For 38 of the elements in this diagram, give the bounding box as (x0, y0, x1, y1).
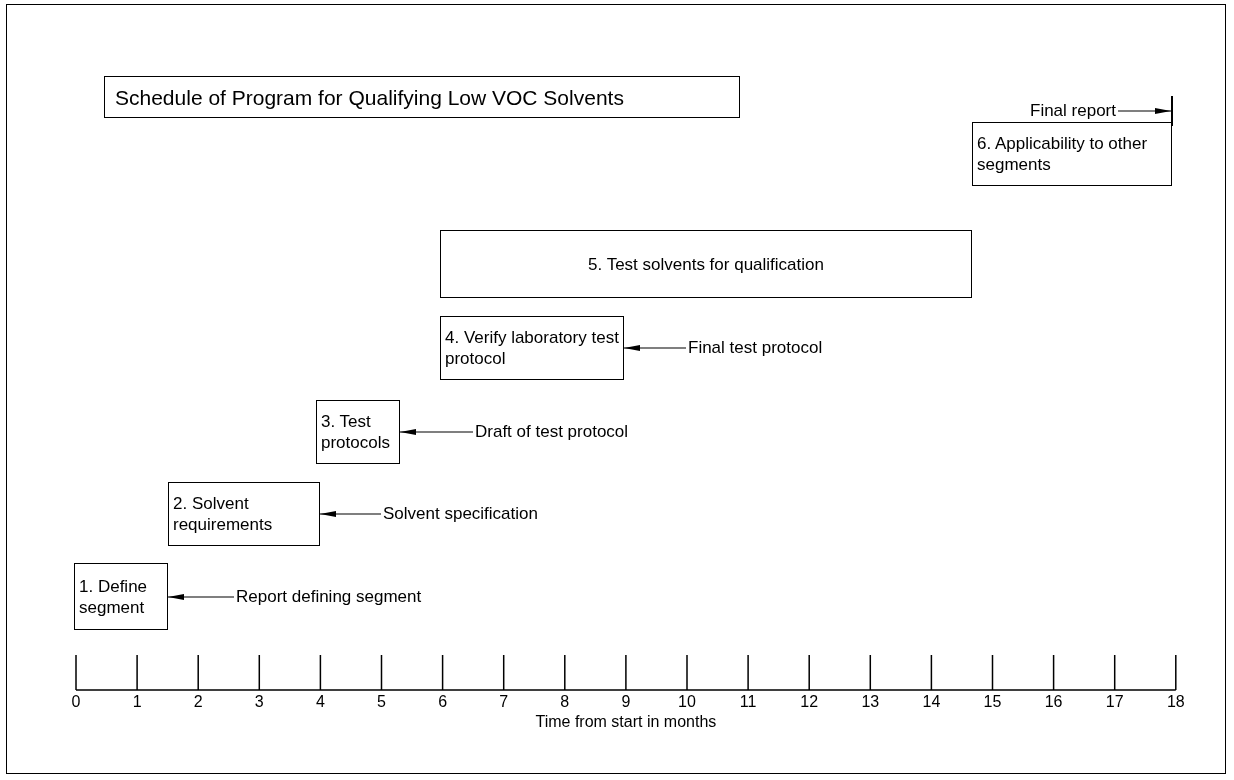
tick-label: 16 (1044, 693, 1063, 711)
task-box: 3. Test protocols (316, 400, 400, 464)
deliverable-label: Final test protocol (688, 338, 823, 358)
task-box: 4. Verify laboratory test protocol (440, 316, 624, 380)
tick-label: 10 (678, 693, 696, 711)
tick-label: 13 (861, 693, 880, 711)
tick-label: 9 (621, 693, 631, 711)
arrow (319, 511, 382, 517)
arrow (399, 429, 474, 435)
deliverable-label: Final report (1030, 101, 1116, 121)
tick-label: 12 (800, 693, 819, 711)
end-marker-bar (1171, 96, 1173, 126)
tick-label: 2 (193, 693, 203, 711)
tick-label: 3 (254, 693, 264, 711)
tick-label: 17 (1105, 693, 1124, 711)
tick-label: 18 (1166, 693, 1185, 711)
arrow (167, 594, 235, 600)
task-box: 6. Applicability to other segments (972, 122, 1172, 186)
tick-label: 7 (499, 693, 509, 711)
title-box: Schedule of Program for Qualifying Low VOC Solvents (104, 76, 740, 118)
task-box: 2. Solvent requirements (168, 482, 320, 546)
task-box: 1. Define segment (74, 563, 168, 630)
tick-label: 11 (739, 693, 757, 711)
axis-title: Time from start in months (535, 713, 717, 731)
arrow (623, 345, 687, 351)
tick-label: 15 (983, 693, 1002, 711)
tick-label: 14 (922, 693, 941, 711)
deliverable-label: Solvent specification (383, 504, 538, 524)
deliverable-label: Report defining segment (236, 587, 422, 607)
task-box: 5. Test solvents for qualification (440, 230, 972, 298)
tick-label: 5 (377, 693, 386, 711)
deliverable-label: Draft of test protocol (475, 422, 629, 442)
arrow (1117, 108, 1172, 114)
tick-label: 8 (560, 693, 570, 711)
tick-label: 1 (132, 693, 142, 711)
tick-label: 4 (315, 693, 325, 711)
tick-label: 6 (438, 693, 448, 711)
tick-label: 0 (71, 693, 81, 711)
